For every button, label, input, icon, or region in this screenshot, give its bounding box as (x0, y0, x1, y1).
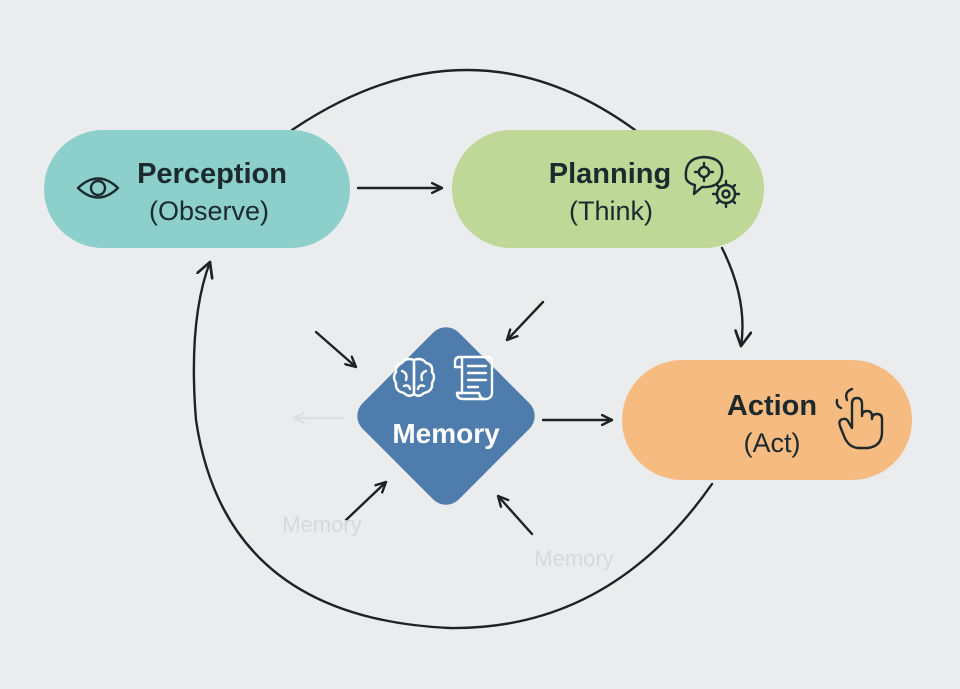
eye-icon (76, 177, 120, 199)
brain-icon (392, 357, 436, 397)
scroll-icon (453, 355, 494, 401)
planning-to-action-arrow (720, 246, 742, 346)
perception-pill (44, 130, 350, 248)
memory-inbound-arrow-bottom-left (344, 480, 388, 522)
action-node: Action (Act) (622, 360, 912, 480)
memory-diamond (357, 327, 535, 505)
memory-inbound-arrow-bottom-right (496, 494, 534, 536)
memory-inbound-arrow-top-right (505, 300, 545, 342)
ghost-memory-label-left: Memory (282, 512, 361, 537)
planning-title: Planning (549, 158, 671, 190)
planning-node: Planning (Think) (452, 130, 764, 248)
memory-node: Memory (357, 327, 535, 505)
action-pill (622, 360, 912, 480)
memory-inbound-arrow-top-left (314, 330, 358, 369)
speech-gears-icon (684, 155, 741, 209)
perception-node: Perception (Observe) (44, 130, 350, 248)
ghost-memory-label-right: Memory (534, 546, 613, 571)
pointing-hand-icon (835, 387, 884, 450)
outer-loop-arc-top (290, 68, 637, 132)
perception-title: Perception (137, 158, 287, 190)
planning-subtitle: (Think) (569, 196, 653, 226)
perception-subtitle: (Observe) (149, 196, 269, 226)
action-title: Action (727, 390, 817, 422)
action-to-perception-loop-arrow (192, 262, 714, 630)
memory-title: Memory (392, 418, 500, 449)
planning-pill (452, 130, 764, 248)
action-subtitle: (Act) (744, 428, 801, 458)
